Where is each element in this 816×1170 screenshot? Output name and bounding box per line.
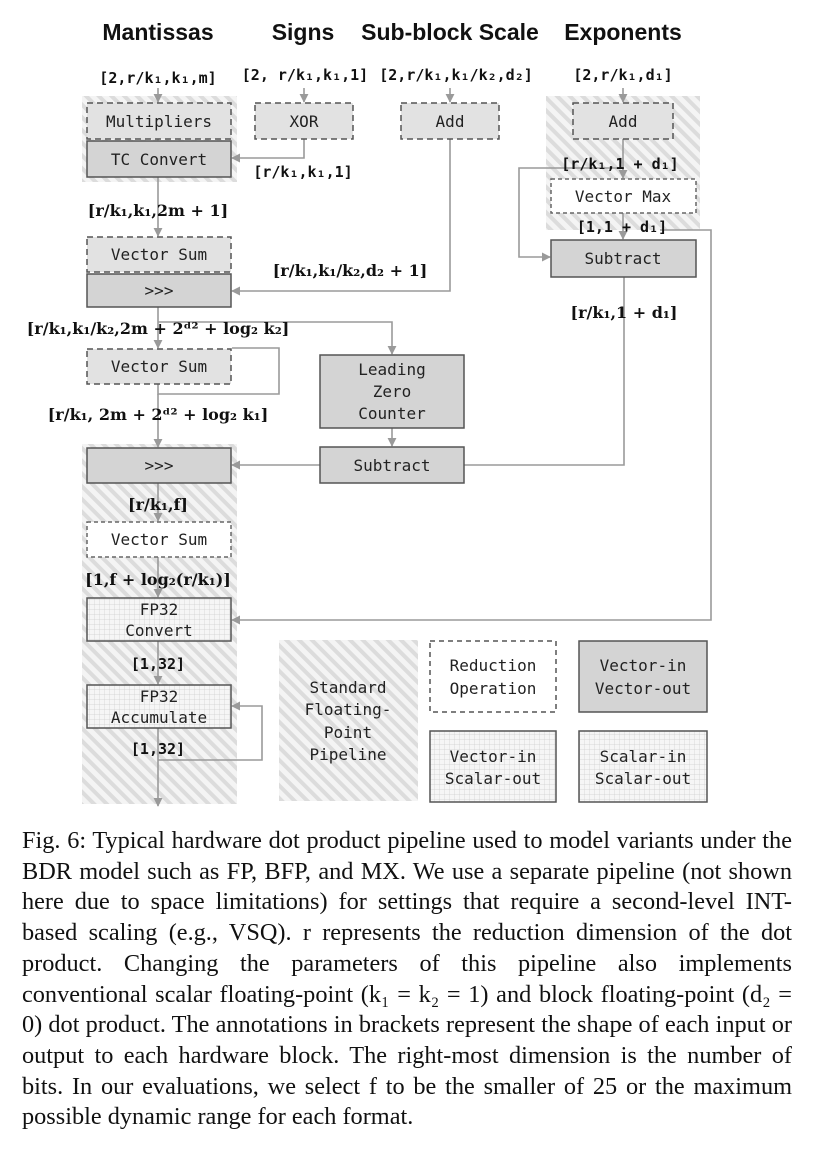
tc-convert-label: TC Convert: [111, 150, 207, 169]
legend-vector-scalar-swatch: [429, 730, 557, 803]
header-mantissas: Mantissas: [102, 19, 213, 45]
shift-1-block: [86, 273, 232, 308]
vector-sum-2-label: Vector Sum: [111, 357, 207, 376]
subtract-lzc-block: [319, 446, 465, 484]
xor-block: [254, 102, 354, 140]
legend-vector-vector-line-1: Vector-in: [600, 656, 687, 675]
annotation-shift-out: [r/k₁,k₁/k₂,2m + 2ᵈ² + log₂ k₂]: [27, 319, 290, 338]
legend-vector-vector-line-2: Vector-out: [595, 679, 691, 698]
subtract-exp-block: [550, 239, 697, 278]
fp32-convert-line-2: Convert: [125, 621, 192, 640]
legend-standard-fp-line-2: Floating-: [305, 700, 392, 719]
fp32-accumulate-line-2: Accumulate: [111, 708, 207, 727]
header-exponents: Exponents: [564, 19, 682, 45]
annotation-vmax-out: [1,1 + d₁]: [577, 218, 667, 236]
annotation-align-out: [r/k₁,f]: [128, 495, 188, 514]
annotation-fp32-out-1: [1,32]: [131, 655, 185, 673]
legend-vector-vector-swatch: [578, 640, 708, 713]
pipeline-diagram: Mantissas Signs Sub-block Scale Exponent…: [27, 19, 712, 807]
annotation-sign-in: [2, r/k₁,k₁,1]: [242, 66, 368, 84]
legend-scalar-scalar-line-1: Scalar-in: [600, 747, 687, 766]
annotation-exp-add-out: [r/k₁,1 + d₁]: [561, 155, 678, 173]
annotation-reduce-out: [1,f + log₂(r/k₁)]: [85, 570, 231, 589]
shift-2-label: >>>: [145, 456, 174, 475]
legend-standard-fp-line-4: Pipeline: [309, 745, 386, 764]
add-subblock-block: [400, 102, 500, 140]
fp32-accumulate-line-1: FP32: [140, 687, 179, 706]
vector-sum-3-label: Vector Sum: [111, 530, 207, 549]
annotation-tc-out: [r/k₁,k₁,2m + 1]: [88, 201, 228, 220]
subtract-exp-label: Subtract: [584, 249, 661, 268]
annotation-vsum-out: [r/k₁, 2m + 2ᵈ² + log₂ k₁]: [48, 405, 269, 424]
annotation-mantissa-in: [2,r/k₁,k₁,m]: [99, 69, 216, 87]
legend-standard-fp-line-3: Point: [324, 723, 372, 742]
multipliers-label: Multipliers: [106, 112, 212, 131]
legend-reduction-line-1: Reduction: [450, 656, 537, 675]
annotation-sub-out: [r/k₁,1 + d₁]: [571, 303, 678, 322]
subtract-lzc-label: Subtract: [353, 456, 430, 475]
leading-zero-counter-line-1: Leading: [358, 360, 425, 379]
annotation-fp32-out-2: [1,32]: [131, 740, 185, 758]
header-subblock-scale: Sub-block Scale: [361, 19, 539, 45]
multipliers-block: [86, 102, 232, 140]
vector-sum-1-block: [86, 236, 232, 273]
shift-2-block: [86, 447, 232, 484]
vector-sum-3-block: [86, 521, 232, 558]
figure-caption: Fig. 6: Typical hardware dot product pip…: [22, 827, 792, 1131]
leading-zero-counter-line-3: Counter: [358, 404, 426, 423]
leading-zero-counter-block: [319, 354, 465, 429]
tc-convert-block: [86, 140, 232, 178]
wires: [153, 88, 712, 807]
header-signs: Signs: [272, 19, 335, 45]
fp32-convert-line-1: FP32: [140, 600, 179, 619]
vector-sum-2-block: [86, 348, 232, 385]
legend-reduction-line-2: Operation: [450, 679, 537, 698]
legend-scalar-scalar-line-2: Scalar-out: [595, 769, 691, 788]
fp32-accumulate-block: [86, 684, 232, 729]
legend: Standard Floating- Point Pipeline Reduct…: [279, 640, 708, 803]
vector-max-block: [550, 178, 697, 214]
leading-zero-counter-line-2: Zero: [373, 382, 412, 401]
annotation-subblock-out: [r/k₁,k₁/k₂,d₂ + 1]: [273, 261, 428, 280]
legend-standard-fp-line-1: Standard: [309, 678, 386, 697]
legend-vector-scalar-line-2: Scalar-out: [445, 769, 541, 788]
legend-reduction-swatch: [429, 640, 557, 713]
shift-1-label: >>>: [145, 281, 174, 300]
fp32-convert-block: [86, 597, 232, 642]
add-exp-block: [572, 102, 674, 140]
add-subblock-label: Add: [436, 112, 465, 131]
legend-standard-fp-swatch: [279, 640, 418, 801]
annotation-xor-out: [r/k₁,k₁,1]: [253, 163, 352, 181]
legend-vector-scalar-line-1: Vector-in: [450, 747, 537, 766]
legend-scalar-scalar-swatch: [578, 730, 708, 803]
add-exp-label: Add: [609, 112, 638, 131]
annotation-exp-in: [2,r/k₁,d₁]: [573, 66, 672, 84]
annotation-subblock-in: [2,r/k₁,k₁/k₂,d₂]: [379, 66, 533, 84]
xor-label: XOR: [290, 112, 319, 131]
vector-sum-1-label: Vector Sum: [111, 245, 207, 264]
vector-max-label: Vector Max: [575, 187, 672, 206]
